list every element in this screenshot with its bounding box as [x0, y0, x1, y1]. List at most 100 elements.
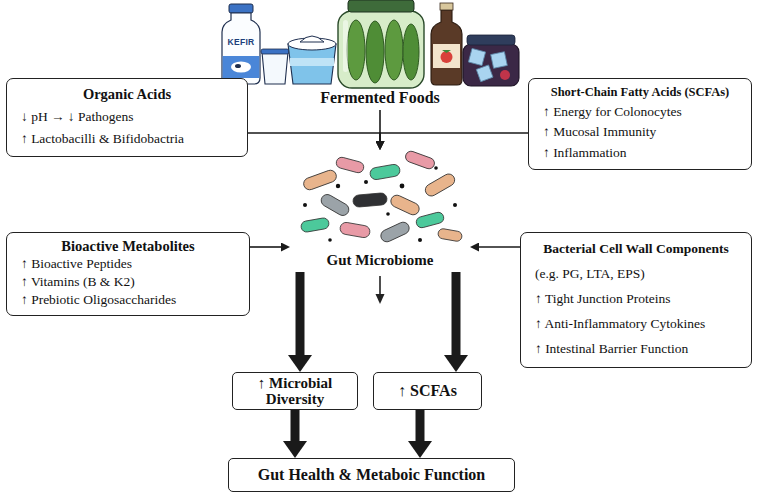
- kombucha-bottle: [431, 3, 462, 85]
- node-text: ↑ Lactobacilli & Bifidobactria: [13, 131, 241, 148]
- node-text: ↑ Bioactive Peptides: [13, 256, 243, 273]
- food-group-label: Fermented Foods: [282, 86, 478, 110]
- bottle-body: [431, 10, 462, 85]
- ice-cube: [476, 65, 493, 82]
- microbe-dot: [386, 212, 390, 216]
- kefir-bottle: [222, 4, 260, 84]
- bottle-body: [222, 13, 260, 84]
- product-label: KEFIR: [222, 37, 260, 49]
- node-heading: Fermented Foods: [282, 89, 478, 107]
- node-heading: Bioactive Metabolites: [13, 238, 243, 255]
- microbe-dot: [453, 203, 457, 207]
- microbe-dot: [328, 238, 332, 242]
- yogurt-swirl: [300, 36, 324, 42]
- cow-spot: [235, 64, 241, 68]
- result-box: Gut Health & Metaboic Function: [228, 458, 515, 492]
- info-box: Organic Acids ↓ pH → ↓ Pathogens ↑ Lactoba…: [6, 78, 248, 157]
- bacterium: [300, 217, 329, 233]
- node-text: ↑ Mucosal Immunity: [535, 124, 745, 141]
- node-text: ↑ Vitamins (B & K2): [13, 274, 243, 291]
- bottle-cap: [229, 4, 253, 13]
- info-box: Bacterial Cell Wall Components (e.g. PG, …: [520, 232, 752, 368]
- node-text: ↑ Anti-Inflammatory Cytokines: [527, 316, 745, 333]
- outcome-box: ↑ Microbial Diversity: [232, 372, 358, 410]
- bottle-band: [223, 56, 260, 78]
- yogurt-cup: [288, 36, 336, 84]
- info-box: Short-Chain Fatty Acids (SCFAs) ↑ Energy …: [528, 78, 752, 170]
- flow-arrow: [479, 246, 520, 248]
- jar-glass: [338, 11, 424, 88]
- pickle: [347, 20, 365, 80]
- flow-arrow: [248, 133, 380, 141]
- node-text: ↓ pH → ↓ Pathogens: [13, 109, 241, 126]
- node-heading: Organic Acids: [13, 86, 241, 103]
- microbe-dot: [364, 180, 368, 184]
- pickle: [385, 20, 403, 80]
- ice-cube: [468, 48, 485, 65]
- block-arrow: [296, 272, 305, 355]
- node-heading: Bacterial Cell Wall Components: [527, 241, 745, 257]
- jar-lid: [348, 0, 414, 12]
- bottle-label: [433, 44, 460, 68]
- microbe-dot: [336, 184, 340, 188]
- cup-body: [262, 52, 288, 84]
- outcome-box: ↑ SCFAs: [373, 372, 482, 410]
- node-text: (e.g. PG, LTA, EPS): [527, 266, 745, 283]
- bacteria-cluster: [300, 150, 462, 244]
- small-cup: [261, 49, 289, 84]
- bacterium: [423, 172, 457, 198]
- bacterium: [335, 156, 365, 174]
- node-text: ↑ Intestinal Barrier Function: [527, 341, 745, 358]
- node-heading: ↑ Microbial Diversity: [239, 375, 351, 408]
- cup-band: [290, 58, 334, 66]
- bacterium: [404, 150, 436, 171]
- arrow-head: [376, 294, 385, 304]
- jar-body: [463, 44, 519, 86]
- jar-lid: [467, 35, 515, 45]
- node-heading: Gut Microbiome: [290, 252, 470, 269]
- flow-arrow: [380, 133, 528, 141]
- microbe-dot: [400, 184, 405, 189]
- block-arrow: [416, 410, 425, 441]
- bacterium: [302, 169, 338, 192]
- node-text: ↑ Tight Junction Proteins: [527, 291, 745, 308]
- microbe-dot: [434, 166, 438, 170]
- node-text: ↑ Inflammation: [535, 145, 745, 162]
- microbiome-cluster: Gut Microbiome: [290, 150, 470, 272]
- node-heading: Short-Chain Fatty Acids (SCFAs): [535, 85, 745, 100]
- strawberry: [441, 51, 453, 63]
- glass-highlight: [343, 20, 348, 72]
- flow-arrow: [379, 110, 381, 141]
- open-arrow: [376, 276, 385, 304]
- bacterium: [353, 193, 388, 208]
- pickle: [403, 24, 419, 80]
- node-heading: ↑ SCFAs: [398, 382, 457, 400]
- bacterium: [389, 193, 421, 217]
- strawberry-leaf: [442, 50, 451, 53]
- pickle: [366, 21, 384, 83]
- ice-cube: [491, 52, 508, 69]
- bacterium: [437, 228, 462, 242]
- node-text: ↑ Prebiotic Oligosaccharides: [13, 292, 243, 309]
- bacterium: [319, 192, 351, 217]
- bacterium: [415, 211, 445, 229]
- microbe-dot: [303, 203, 307, 207]
- info-box: Bioactive Metabolites↑ Bioactive Peptide…: [6, 232, 250, 316]
- block-arrow: [452, 272, 461, 355]
- pickle-jar: [338, 0, 424, 88]
- bacterium: [379, 220, 411, 244]
- berry: [500, 70, 510, 80]
- bacterium: [369, 163, 401, 180]
- node-heading: Gut Health & Metaboic Function: [258, 466, 486, 484]
- block-arrow: [291, 410, 300, 441]
- flow-arrow: [250, 246, 281, 248]
- microbe-dot: [418, 238, 422, 242]
- fruit-jar: [463, 35, 519, 86]
- bacterium: [339, 221, 371, 238]
- arrow-shaft: [379, 276, 381, 295]
- node-text: ↑ Energy for Colonocytes: [535, 104, 745, 121]
- cow-shape: [231, 62, 251, 73]
- cup-rim: [261, 49, 289, 54]
- bottle-cap: [440, 3, 453, 10]
